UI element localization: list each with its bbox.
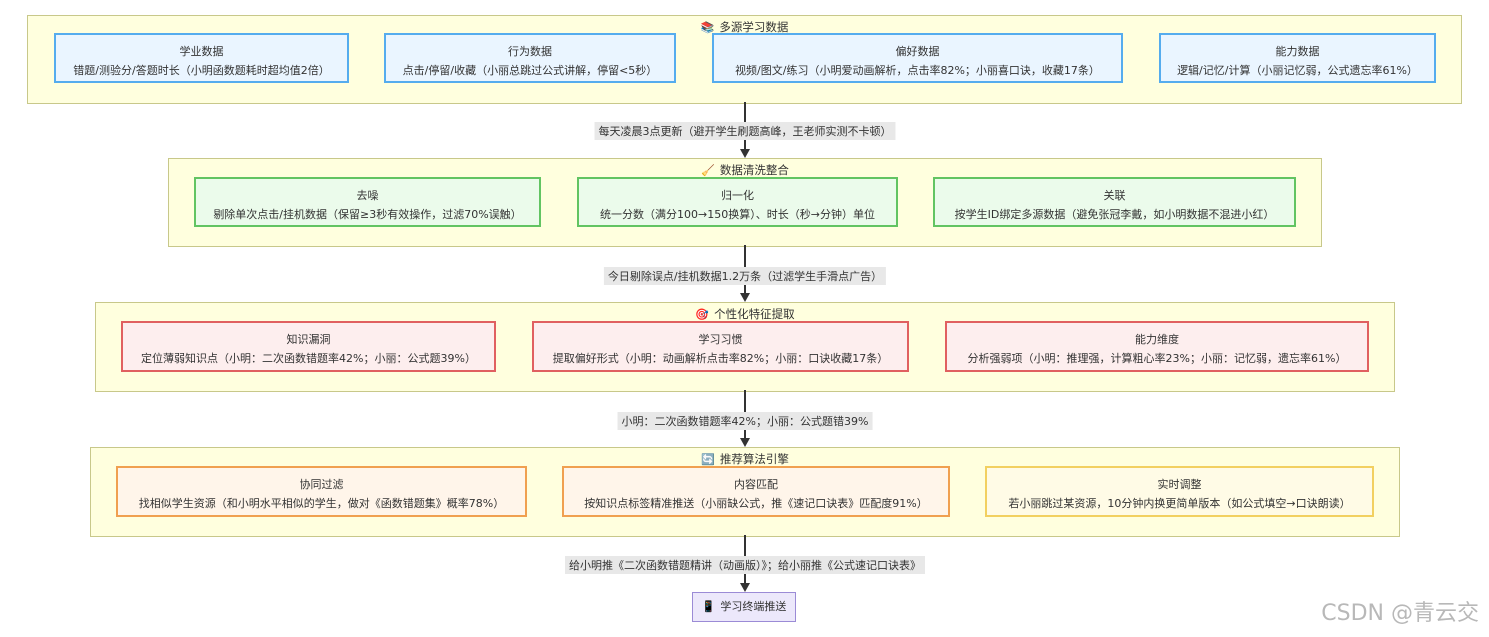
stage-title: 🔄 推荐算法引擎 [91, 451, 1399, 467]
node-title: 知识漏洞 [286, 333, 331, 346]
node-title: 行为数据 [508, 45, 552, 58]
node-desc: 剔除单次点击/挂机数据（保留≥3秒有效操作，过滤70%误触） [213, 208, 522, 221]
arrow-down-icon [740, 293, 750, 302]
node-title: 协同过滤 [299, 478, 344, 491]
node-title: 归一化 [721, 189, 754, 202]
node-desc: 逻辑/记忆/计算（小丽记忆弱，公式遗忘率61%） [1177, 64, 1418, 77]
node-preference-data: 偏好数据 视频/图文/练习（小明爱动画解析，点击率82%；小丽喜口诀，收藏17条… [712, 33, 1123, 83]
node-title: 实时调整 [1157, 478, 1202, 491]
edge-label: 小明：二次函数错题率42%；小丽：公式题错39% [617, 412, 873, 430]
node-ability-data: 能力数据 逻辑/记忆/计算（小丽记忆弱，公式遗忘率61%） [1159, 33, 1436, 83]
node-behavior-data: 行为数据 点击/停留/收藏（小丽总跳过公式讲解，停留<5秒） [384, 33, 676, 83]
broom-icon: 🧹 [701, 164, 715, 177]
node-desc: 按学生ID绑定多源数据（避免张冠李戴，如小明数据不混进小红） [954, 208, 1275, 221]
node-academic-data: 学业数据 错题/测验分/答题时长（小明函数题耗时超均值2倍） [54, 33, 349, 83]
stage-title: 🧹 数据清洗整合 [169, 162, 1321, 178]
node-desc: 定位薄弱知识点（小明：二次函数错题率42%；小丽：公式题39%） [141, 352, 476, 365]
stage-title: 📚 多源学习数据 [28, 19, 1461, 35]
node-title: 学习习惯 [698, 333, 743, 346]
final-label: 学习终端推送 [720, 600, 787, 613]
edge-label: 今日剔除误点/挂机数据1.2万条（过滤学生手滑点广告） [603, 267, 887, 285]
books-icon: 📚 [700, 21, 715, 34]
node-learning-habits: 学习习惯 提取偏好形式（小明：动画解析点击率82%；小丽：口诀收藏17条） [532, 321, 909, 372]
stage-title-text: 多源学习数据 [719, 20, 789, 34]
node-ability-dimensions: 能力维度 分析强弱项（小明：推理强，计算粗心率23%；小丽：记忆弱，遗忘率61%… [945, 321, 1369, 372]
node-title: 能力数据 [1275, 45, 1320, 58]
node-desc: 错题/测验分/答题时长（小明函数题耗时超均值2倍） [73, 64, 330, 77]
stage-title-text: 推荐算法引擎 [719, 452, 789, 466]
node-title: 内容匹配 [734, 478, 778, 491]
arrow-down-icon [740, 149, 750, 158]
stage-title-text: 个性化特征提取 [714, 307, 795, 321]
watermark: CSDN @青云交 [1321, 601, 1479, 626]
node-desc: 点击/停留/收藏（小丽总跳过公式讲解，停留<5秒） [402, 64, 658, 77]
node-title: 去噪 [356, 189, 379, 202]
node-desc: 提取偏好形式（小明：动画解析点击率82%；小丽：口诀收藏17条） [552, 352, 889, 365]
node-title: 能力维度 [1135, 333, 1179, 346]
node-title: 关联 [1103, 189, 1126, 202]
node-title: 学业数据 [179, 45, 224, 58]
node-desc: 分析强弱项（小明：推理强，计算粗心率23%；小丽：记忆弱，遗忘率61%） [967, 352, 1347, 365]
node-desc: 视频/图文/练习（小明爱动画解析，点击率82%；小丽喜口诀，收藏17条） [735, 64, 1100, 77]
refresh-icon: 🔄 [701, 453, 715, 466]
arrow-down-icon [740, 438, 750, 447]
stage-title-text: 数据清洗整合 [719, 163, 789, 177]
node-normalize: 归一化 统一分数（满分100→150换算）、时长（秒→分钟）单位 [577, 177, 898, 227]
node-terminal-push: 📱 学习终端推送 [692, 592, 796, 622]
node-denoise: 去噪 剔除单次点击/挂机数据（保留≥3秒有效操作，过滤70%误触） [194, 177, 541, 227]
node-desc: 按知识点标签精准推送（小丽缺公式，推《速记口诀表》匹配度91%） [584, 497, 928, 510]
node-collaborative-filtering: 协同过滤 找相似学生资源（和小明水平相似的学生，做对《函数错题集》概率78%） [116, 466, 527, 517]
node-desc: 统一分数（满分100→150换算）、时长（秒→分钟）单位 [600, 208, 875, 221]
node-desc: 若小丽跳过某资源，10分钟内换更简单版本（如公式填空→口诀朗读） [1008, 497, 1351, 510]
node-desc: 找相似学生资源（和小明水平相似的学生，做对《函数错题集》概率78%） [138, 497, 505, 510]
node-content-matching: 内容匹配 按知识点标签精准推送（小丽缺公式，推《速记口诀表》匹配度91%） [562, 466, 950, 517]
node-title: 偏好数据 [895, 45, 940, 58]
node-knowledge-gaps: 知识漏洞 定位薄弱知识点（小明：二次函数错题率42%；小丽：公式题39%） [121, 321, 496, 372]
edge-label: 给小明推《二次函数错题精讲（动画版）》；给小丽推《公式速记口诀表》 [565, 556, 925, 574]
target-icon: 🎯 [695, 308, 710, 321]
arrow-down-icon [740, 583, 750, 592]
node-associate: 关联 按学生ID绑定多源数据（避免张冠李戴，如小明数据不混进小红） [933, 177, 1296, 227]
stage-title: 🎯 个性化特征提取 [96, 306, 1394, 322]
phone-icon: 📱 [701, 600, 716, 613]
node-realtime-adjust: 实时调整 若小丽跳过某资源，10分钟内换更简单版本（如公式填空→口诀朗读） [985, 466, 1374, 517]
edge-label: 每天凌晨3点更新（避开学生刷题高峰，王老师实测不卡顿） [594, 122, 896, 140]
